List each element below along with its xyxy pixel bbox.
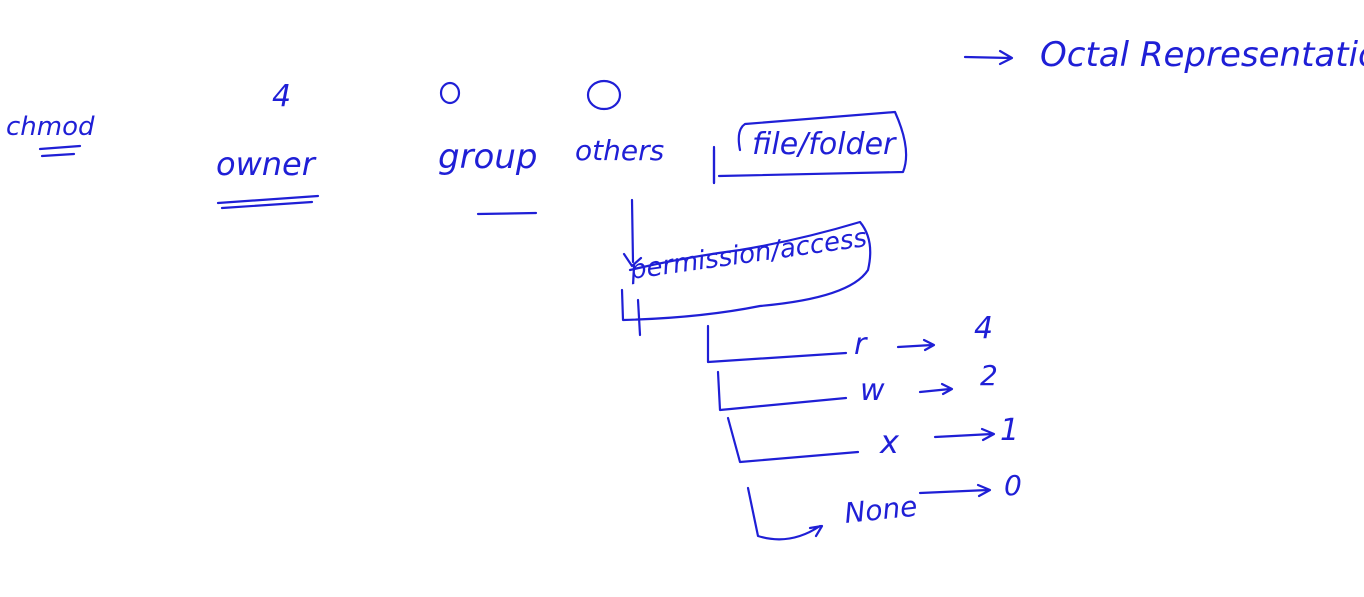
octal-arrow [963, 49, 1014, 66]
perm-symbol-w: w [860, 373, 885, 408]
owner-label: owner [216, 145, 315, 183]
arrow-w [918, 382, 954, 396]
group-digit-circle [439, 81, 461, 105]
arrow-r [896, 338, 936, 352]
branch-r [706, 324, 848, 364]
branch-w [716, 370, 848, 412]
perm-symbol-r: r [854, 327, 867, 362]
perm-symbol-x: x [880, 423, 899, 461]
permission-box [620, 220, 872, 322]
perm-value-w: 2 [980, 359, 998, 392]
branch-x [726, 416, 860, 464]
arrow-none [918, 483, 992, 498]
others-down-arrow [622, 198, 643, 268]
permission-tail [636, 298, 642, 337]
others-digit-circle [586, 79, 622, 111]
perm-symbol-none: None [842, 489, 919, 530]
branch-none [746, 486, 824, 541]
others-label: others [575, 134, 665, 167]
owner-underline [216, 194, 320, 210]
owner-digit: 4 [272, 79, 292, 114]
chmod-label: chmod [6, 112, 95, 142]
file-folder-label: file/folder [752, 127, 896, 162]
perm-value-r: 4 [974, 311, 994, 346]
octal-representation-label: Octal Representation [1040, 35, 1364, 75]
arrow-x [933, 427, 996, 442]
chmod-underline [38, 144, 82, 158]
group-underline [476, 211, 538, 216]
group-label: group [438, 137, 538, 177]
perm-value-none: 0 [1004, 469, 1022, 502]
perm-value-x: 1 [1000, 413, 1020, 448]
